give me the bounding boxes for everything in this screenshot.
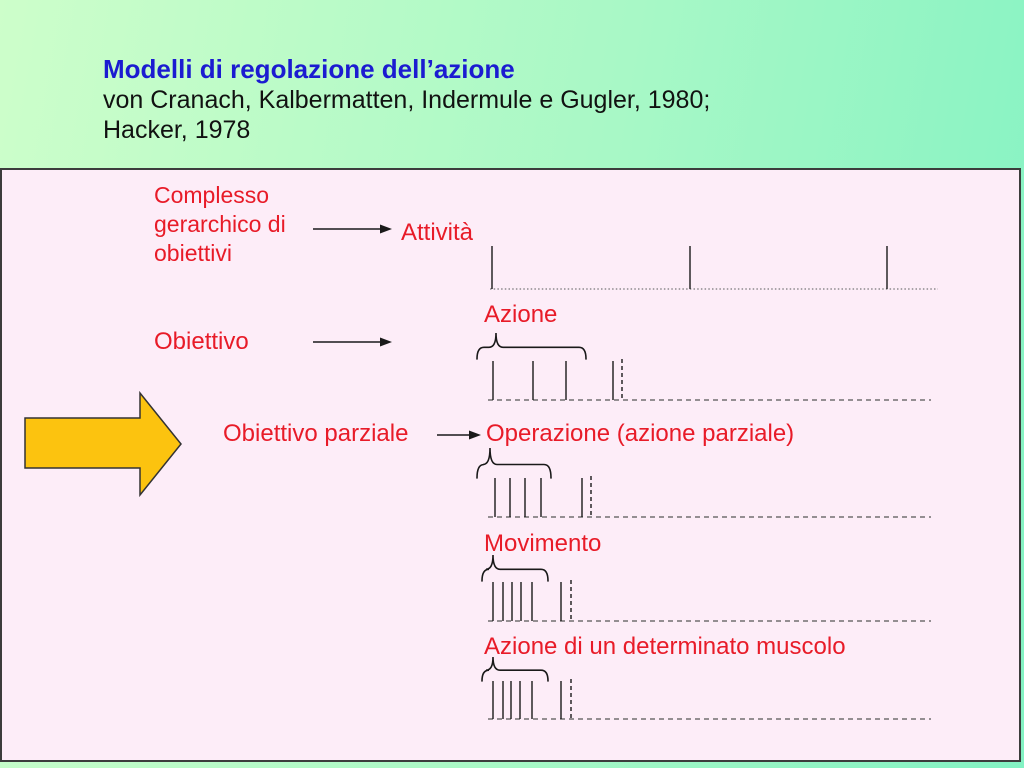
slide-subtitle-authors: von Cranach, Kalbermatten, Indermule e G… xyxy=(103,86,711,114)
slide-subtitle-hacker: Hacker, 1978 xyxy=(103,116,251,144)
attivita-label: Attività xyxy=(401,219,474,246)
slide-header: Modelli di regolazione dell’azione von C… xyxy=(103,53,710,145)
slide-title: Modelli di regolazione dell’azione xyxy=(103,54,515,84)
muscolo-label: Azione di un determinato muscolo xyxy=(484,633,846,660)
complesso-gerarchico-label: Complesso gerarchico di obiettivi xyxy=(154,182,286,266)
obiettivo-label: Obiettivo xyxy=(154,328,249,355)
operazione-label: Operazione (azione parziale) xyxy=(486,420,795,447)
obiettivo-parziale-label: Obiettivo parziale xyxy=(223,420,409,447)
movimento-label: Movimento xyxy=(484,530,602,557)
azione-label: Azione xyxy=(484,301,558,328)
